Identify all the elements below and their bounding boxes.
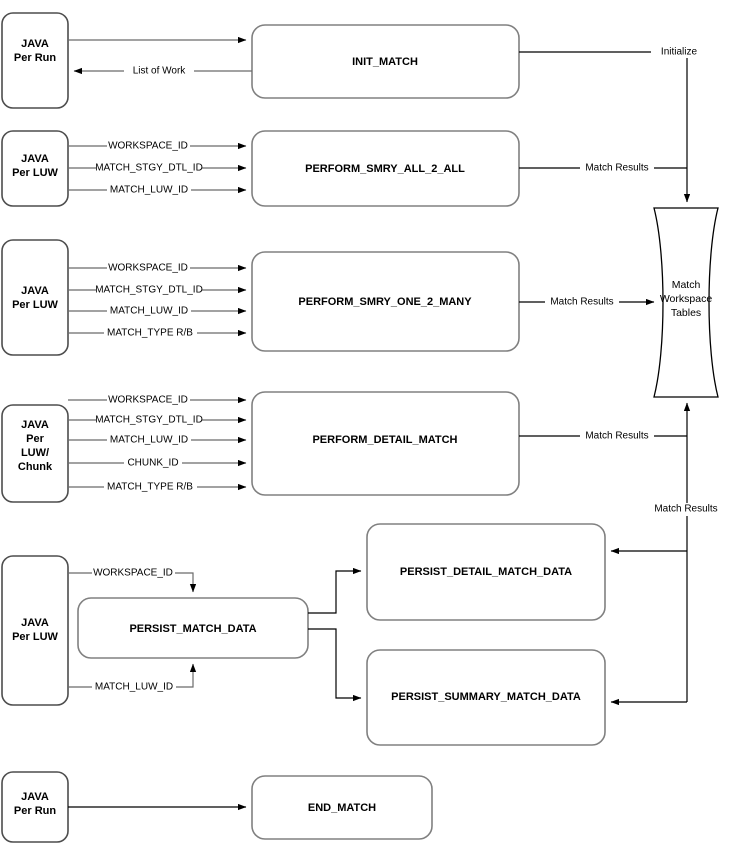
actor-label-line2: Per Run — [14, 805, 56, 817]
process-label-perform-smry-one-2-many: PERFORM_SMRY_ONE_2_MANY — [298, 296, 472, 308]
edge-label-bg — [107, 261, 190, 274]
actor-label-line4: Chunk — [18, 461, 53, 473]
edge-label-workspace-id-d: WORKSPACE_ID — [93, 568, 173, 579]
edge-label-bg — [107, 433, 191, 446]
process-persist-summary-match-data[interactable] — [366, 649, 606, 746]
process-label-init-match: INIT_MATCH — [352, 56, 418, 68]
edge-init-to-store — [519, 51, 691, 203]
edge-label-workspace-id-a: WORKSPACE_ID — [108, 141, 188, 152]
edge-label-bg — [96, 413, 202, 426]
edge-label-match-luw-id-d: MATCH_LUW_ID — [95, 682, 173, 693]
actor-label-line2: Per Run — [14, 52, 56, 64]
process-label-persist-detail-match-data: PERSIST_DETAIL_MATCH_DATA — [400, 566, 572, 578]
edge-label-match-results-1: Match Results — [585, 163, 648, 174]
edge-label-bg — [107, 304, 191, 317]
edge-label-match-results-4: Match Results — [654, 504, 717, 515]
process-end-match[interactable] — [251, 775, 433, 840]
actor-label-line1: JAVA — [21, 791, 49, 803]
process-label-perform-smry-all-2-all: PERFORM_SMRY_ALL_2_ALL — [305, 163, 465, 175]
edge-label-bg — [580, 161, 654, 174]
edge-label-match-luw-id-a: MATCH_LUW_ID — [110, 185, 188, 196]
edge-label-match-type-rb-c: MATCH_TYPE R/B — [107, 482, 193, 493]
process-perform-detail-match[interactable] — [251, 391, 520, 496]
edge-label-match-stgy-dtl-id-c: MATCH_STGY_DTL_ID — [95, 415, 203, 426]
actor-label-line1: JAVA — [21, 617, 49, 629]
edge-label-bg — [648, 503, 724, 516]
edge-label-match-luw-id-b: MATCH_LUW_ID — [110, 306, 188, 317]
process-init-match[interactable] — [251, 24, 520, 99]
edge-label-bg — [107, 139, 190, 152]
edge-persist-to-detail — [308, 567, 362, 614]
edge-label-bg — [96, 161, 202, 174]
edge-label-initialize: Initialize — [661, 47, 698, 58]
edge-label-workspace-id-c: WORKSPACE_ID — [108, 395, 188, 406]
actor-label-line2: Per — [26, 433, 44, 445]
edge-label-bg — [545, 295, 619, 308]
edge-label-bg — [580, 429, 654, 442]
actor-label-line1: JAVA — [21, 38, 49, 50]
actor-label-line2: Per LUW — [12, 631, 58, 643]
edge-label-match-stgy-dtl-id-b: MATCH_STGY_DTL_ID — [95, 285, 203, 296]
edge-label-bg — [107, 393, 190, 406]
edge-label-bg — [96, 283, 202, 296]
process-label-persist-summary-match-data: PERSIST_SUMMARY_MATCH_DATA — [391, 691, 581, 703]
edge-label-list-of-work: List of Work — [133, 66, 187, 77]
edge-persist-to-summary — [308, 628, 362, 702]
edge-label-bg — [104, 480, 197, 493]
actor-label-line3: LUW/ — [21, 447, 49, 459]
actor-label-line2: Per LUW — [12, 167, 58, 179]
process-label-persist-match-data: PERSIST_MATCH_DATA — [129, 623, 256, 635]
edge-label-bg — [104, 326, 197, 339]
edge-label-workspace-id-b: WORKSPACE_ID — [108, 263, 188, 274]
datastore-label-line3: Tables — [671, 307, 701, 319]
edge-label-match-luw-id-c: MATCH_LUW_ID — [110, 435, 188, 446]
edge-label-bg — [92, 680, 176, 693]
edge-label-chunk-id-c: CHUNK_ID — [127, 458, 178, 469]
datastore-label-line1: Match — [672, 279, 701, 291]
actor-label-line2: Per LUW — [12, 299, 58, 311]
edge-label-bg — [92, 566, 175, 579]
actor-java-per-luw-2 — [1, 239, 69, 356]
process-label-end-match: END_MATCH — [308, 802, 376, 814]
edge-label-match-results-3: Match Results — [585, 431, 648, 442]
edge-label-bg — [124, 64, 194, 77]
edge-label-bg — [107, 183, 191, 196]
process-persist-match-data[interactable] — [77, 597, 309, 659]
edge-label-bg — [124, 456, 182, 469]
edge-label-match-stgy-dtl-id-a: MATCH_STGY_DTL_ID — [95, 163, 203, 174]
process-label-perform-detail-match: PERFORM_DETAIL_MATCH — [312, 434, 457, 446]
datastore-match-workspace-tables — [653, 207, 719, 398]
actor-java-per-luw-3 — [1, 555, 69, 706]
datastore-label-line2: Workspace — [660, 293, 712, 305]
process-persist-detail-match-data[interactable] — [366, 523, 606, 621]
actor-java-per-luw-chunk — [1, 404, 69, 503]
actor-java-per-run-1 — [1, 12, 69, 109]
edge-label-match-type-rb-b: MATCH_TYPE R/B — [107, 328, 193, 339]
actor-label-line1: JAVA — [21, 285, 49, 297]
edge-label-bg — [651, 45, 705, 58]
actor-label-line1: JAVA — [21, 153, 49, 165]
actor-label-line1: JAVA — [21, 419, 49, 431]
edge-label-match-results-2: Match Results — [550, 297, 613, 308]
